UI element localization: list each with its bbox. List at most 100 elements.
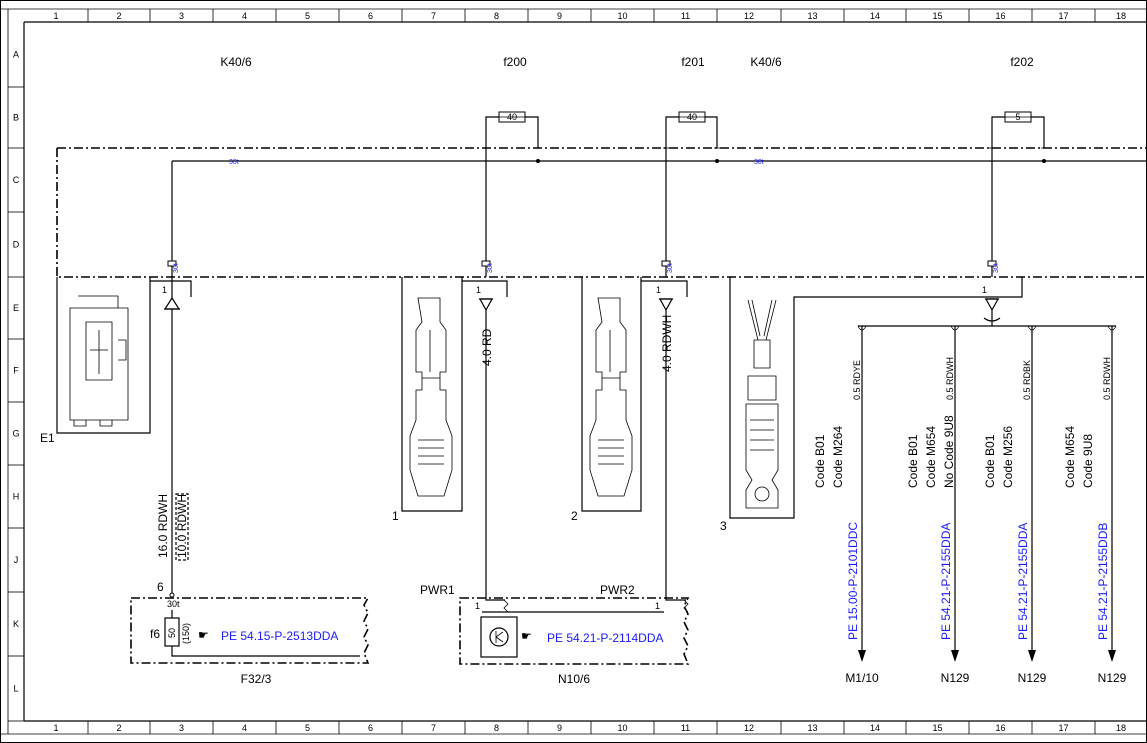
col-label-bottom: 7 [431,723,436,733]
branch-ref-link[interactable]: PE 54.21-P-2155DDA [939,523,953,640]
col-label-top: 4 [242,11,247,21]
row-label: B [13,113,19,123]
col-label-bottom: 18 [1116,723,1126,733]
wire-10-bracket [175,493,189,561]
col-label-top: 7 [431,11,436,21]
pwr1-label: PWR1 [420,583,455,597]
pin-6-label: 6 [157,580,164,594]
bus-30t-left-label: 30t [229,159,239,166]
col-label-top: 13 [807,11,817,21]
svg-text:40: 40 [687,112,697,122]
hand-icon: ☛ [521,629,532,643]
n10-ref-link[interactable]: PE 54.21-P-2114DDA [547,631,664,645]
connector-1: 1 1 4.0 RD [392,277,508,596]
col-label-top: 1 [53,11,58,21]
svg-text:1: 1 [392,509,399,523]
column-ticks [87,9,1147,734]
col-label-top: 18 [1116,11,1126,21]
svg-text:30t: 30t [667,263,674,273]
col-label-bottom: 15 [932,723,942,733]
branch-ref-link[interactable]: PE 54.21-P-2155DDA [1016,523,1030,640]
col-label-top: 5 [305,11,310,21]
col-label-top: 2 [116,11,121,21]
branch-dest-label: N129 [1018,671,1047,685]
svg-text:30t: 30t [487,263,494,273]
e1-component: E1 1 [40,277,192,445]
k40-left-label: K40/6 [220,55,252,69]
col-label-bottom: 2 [116,723,121,733]
col-label-bottom: 4 [242,723,247,733]
branch-wire-label: 0.5 RDWH [1102,357,1112,400]
branch-code-label: Code M256 [1001,426,1015,488]
svg-text:1: 1 [656,285,661,295]
branch-wire-label: 0.5 RDWH [945,357,955,400]
svg-text:1: 1 [476,285,481,295]
branch-code-label: No Code 9U8 [942,415,956,488]
svg-text:2: 2 [571,509,578,523]
row-label: K [13,619,19,629]
col-label-top: 14 [870,11,880,21]
svg-text:1: 1 [982,285,987,295]
col-label-bottom: 12 [744,723,754,733]
branch-wire-label: 0.5 RDBK [1022,360,1032,400]
col-label-bottom: 6 [368,723,373,733]
column-labels: 1122334455667788991010111112121313141415… [53,11,1126,733]
wire-rdwh-label: 4.0 RDWH [660,315,674,372]
row-label: E [13,303,19,313]
k40-right-label: K40/6 [750,55,782,69]
col-label-top: 3 [179,11,184,21]
e1-label: E1 [40,431,55,445]
f32-module: 6 30t 50 (150) f6 ☛ PE 54.15-P-2513DDA F… [130,580,370,686]
svg-text:(150): (150) [181,623,191,644]
bus-30t-mid-label: 30t [754,159,764,166]
row-label: L [13,684,18,694]
row-label: C [13,175,20,185]
svg-text:1: 1 [655,601,660,611]
wire-rd-label: 4.0 RD [480,328,494,366]
connector-2: 2 1 4.0 RDWH [571,277,688,596]
col-label-bottom: 10 [617,723,627,733]
branch-ref-link[interactable]: PE 15.00-P-2101DDC [846,522,860,640]
branch-wire-label: 0.5 RDYE [852,360,862,400]
svg-text:3: 3 [720,519,727,533]
branch-code-label: Code 9U8 [1081,434,1095,488]
col-label-bottom: 14 [870,723,880,733]
col-label-top: 9 [557,11,562,21]
hand-icon: ☛ [198,628,209,642]
col-label-bottom: 11 [681,723,690,733]
col-label-bottom: 9 [557,723,562,733]
f6-label: f6 [150,627,160,641]
svg-text:1: 1 [162,285,167,295]
branch-code-label: Code M654 [924,426,938,488]
row-label: D [13,240,20,250]
row-label: G [12,429,19,439]
col-label-top: 16 [995,11,1005,21]
f200-label: f200 [503,55,527,69]
col-label-bottom: 5 [305,723,310,733]
f32-label: F32/3 [241,672,272,686]
branch-ref-link[interactable]: PE 54.21-P-2155DDB [1096,523,1110,640]
svg-text:40: 40 [507,112,517,122]
row-label: H [13,492,20,502]
col-label-top: 6 [368,11,373,21]
n10-label: N10/6 [558,672,590,686]
col-label-bottom: 16 [995,723,1005,733]
branch-dest-label: N129 [1098,671,1127,685]
drop-left: 30t [167,161,180,277]
f32-ref-link[interactable]: PE 54.15-P-2513DDA [221,629,338,643]
svg-text:50: 50 [167,628,177,638]
pwr2-label: PWR2 [600,583,635,597]
module-boundary [56,147,1147,278]
col-label-bottom: 8 [494,723,499,733]
svg-text:30t: 30t [993,263,1000,273]
col-label-top: 11 [681,11,690,21]
col-label-bottom: 13 [807,723,817,733]
svg-text:5: 5 [1015,112,1020,122]
